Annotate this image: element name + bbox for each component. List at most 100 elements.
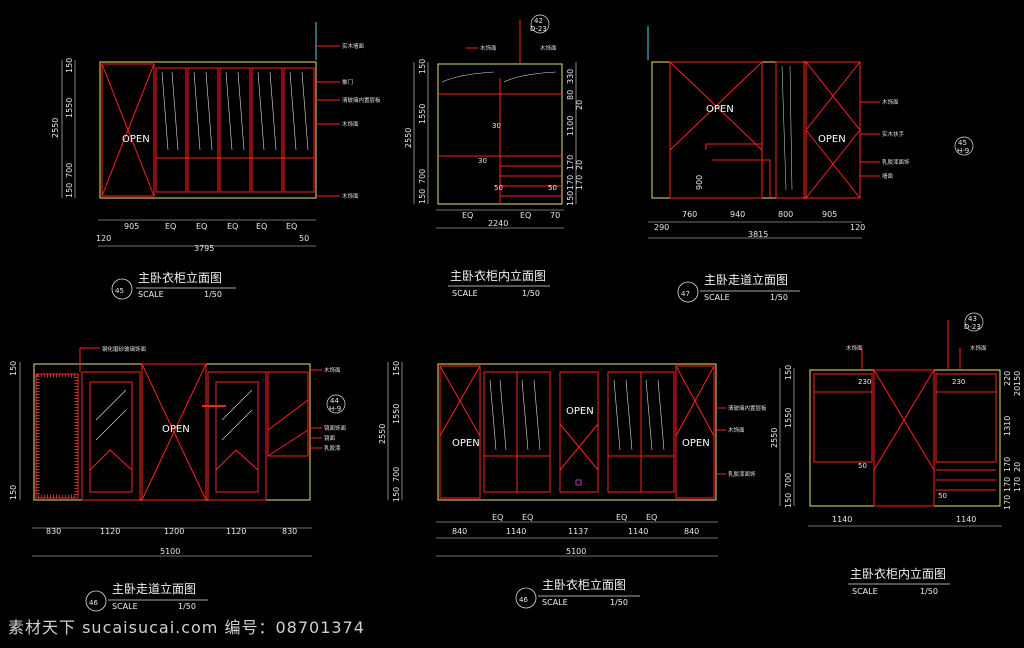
- section-tag-sub: D-23: [964, 323, 981, 331]
- dim-inner: 50: [548, 184, 557, 192]
- note: 推门: [342, 78, 353, 86]
- elevation-45-wardrobe: OPEN 150 1550 700 150 2550: [51, 22, 381, 300]
- dim-h: 70: [550, 211, 560, 220]
- note: 实木墙面: [342, 42, 365, 50]
- dim-v: 20: [575, 160, 584, 170]
- dim-v-total: 2550: [404, 128, 413, 148]
- dim-v: 150: [65, 58, 74, 73]
- open-label: OPEN: [162, 424, 190, 435]
- open-label: OPEN: [566, 406, 594, 417]
- dim-h: 1140: [506, 527, 526, 536]
- dim-h-total: 5100: [160, 547, 180, 556]
- note: 木饰面: [324, 366, 341, 374]
- dim-v: 150: [9, 485, 18, 500]
- scale-ratio: 1/50: [610, 598, 628, 607]
- panel-number: 46: [519, 596, 528, 604]
- note: 乳胶漆面饰: [882, 158, 910, 166]
- elevation-wardrobe-interior-2: 230 230 50 50 150 1550 700 150 2550 220 …: [770, 312, 1022, 596]
- dim-v: 900: [695, 175, 704, 190]
- note: 木饰面: [342, 120, 359, 128]
- dim-v: 700: [65, 163, 74, 178]
- panel-number: 46: [89, 599, 98, 607]
- note: 木饰面: [728, 426, 745, 434]
- panel-title: 主卧衣柜内立面图: [450, 268, 546, 283]
- panel-number: 47: [681, 290, 690, 298]
- dim-v: 330: [566, 69, 575, 84]
- watermark-text: 素材天下 sucaisucai.com 编号：08701374: [8, 618, 365, 637]
- dim-v-total: 2550: [378, 424, 387, 444]
- note: 木饰面: [342, 192, 359, 200]
- dim-h: 1120: [226, 527, 246, 536]
- dim-h: 905: [124, 222, 139, 231]
- dim-v: 150: [418, 59, 427, 74]
- note: 木饰面: [480, 44, 497, 52]
- dim-h: 1140: [628, 527, 648, 536]
- dim-inner: 230: [952, 378, 965, 386]
- dim-v: 80: [566, 90, 575, 100]
- dim-inner: 50: [494, 184, 503, 192]
- section-tag-sub: H-9: [329, 405, 341, 413]
- dim-v: 20: [1013, 386, 1022, 396]
- dim-inner: 50: [938, 492, 947, 500]
- dim-h-total: 2240: [488, 219, 508, 228]
- section-tag: 44: [330, 397, 339, 405]
- scale-label: SCALE: [542, 598, 568, 607]
- dim-v: 1550: [784, 408, 793, 428]
- scale-ratio: 1/50: [204, 290, 222, 299]
- open-label: OPEN: [452, 438, 480, 449]
- dim-v: 150: [1013, 371, 1022, 386]
- dim-v: 1550: [65, 98, 74, 118]
- dim-h: 1140: [956, 515, 976, 524]
- dim-v: 170: [566, 155, 575, 170]
- note: 镜面: [324, 434, 336, 442]
- dim-v: 150: [9, 361, 18, 376]
- dim-v: 1550: [418, 104, 427, 124]
- dim-h: 800: [778, 210, 793, 219]
- dim-v: 700: [418, 169, 427, 184]
- dim-h-eq: EQ: [522, 513, 533, 522]
- dim-h: 840: [452, 527, 467, 536]
- panel-title: 主卧走道立面图: [704, 272, 788, 287]
- section-tag-sub: H-9: [957, 147, 969, 155]
- dim-v: 1550: [392, 404, 401, 424]
- dim-v: 170: [566, 175, 575, 190]
- dim-h-small: 290: [654, 223, 669, 232]
- panel-title: 主卧走道立面图: [112, 581, 196, 596]
- dim-h-small: 50: [299, 234, 309, 243]
- note: 墙面: [882, 172, 894, 180]
- dim-h: 840: [684, 527, 699, 536]
- dim-h: EQ: [165, 222, 176, 231]
- note: 钢化磨砂玻璃饰面: [102, 345, 147, 353]
- dim-h-total: 3795: [194, 244, 214, 253]
- dim-inner: 30: [492, 122, 501, 130]
- dim-v: 150: [65, 183, 74, 198]
- note: 镜面饰面: [324, 424, 347, 432]
- dim-h: EQ: [520, 211, 531, 220]
- dim-inner: 30: [478, 157, 487, 165]
- dim-v: 150: [392, 487, 401, 502]
- dim-v: 220: [1003, 371, 1012, 386]
- elevation-47-corridor: OPEN OPEN 900 760 940 800 905 290 120 38…: [647, 26, 974, 303]
- note: 木饰面: [970, 344, 987, 352]
- note: 乳胶漆面饰: [728, 470, 756, 478]
- dim-h: 905: [822, 210, 837, 219]
- scale-ratio: 1/50: [178, 602, 196, 611]
- note: 清玻璃内置层板: [728, 404, 767, 412]
- dim-v: 1310: [1003, 416, 1012, 436]
- note: 乳胶漆: [324, 444, 341, 452]
- dim-v: 20: [1013, 462, 1022, 472]
- panel-title: 主卧衣柜内立面图: [850, 566, 946, 581]
- scale-label: SCALE: [852, 587, 878, 596]
- dim-h: EQ: [462, 211, 473, 220]
- open-label: OPEN: [706, 104, 734, 115]
- dim-v: 150: [418, 189, 427, 204]
- note: 木饰面: [846, 344, 863, 352]
- dim-v-total: 2550: [51, 118, 60, 138]
- section-tag: 42: [534, 17, 543, 25]
- dim-v-total: 2550: [770, 428, 779, 448]
- dim-h-eq: EQ: [492, 513, 503, 522]
- panel-number: 45: [115, 287, 124, 295]
- note: 木饰面: [882, 98, 899, 106]
- dim-h: EQ: [227, 222, 238, 231]
